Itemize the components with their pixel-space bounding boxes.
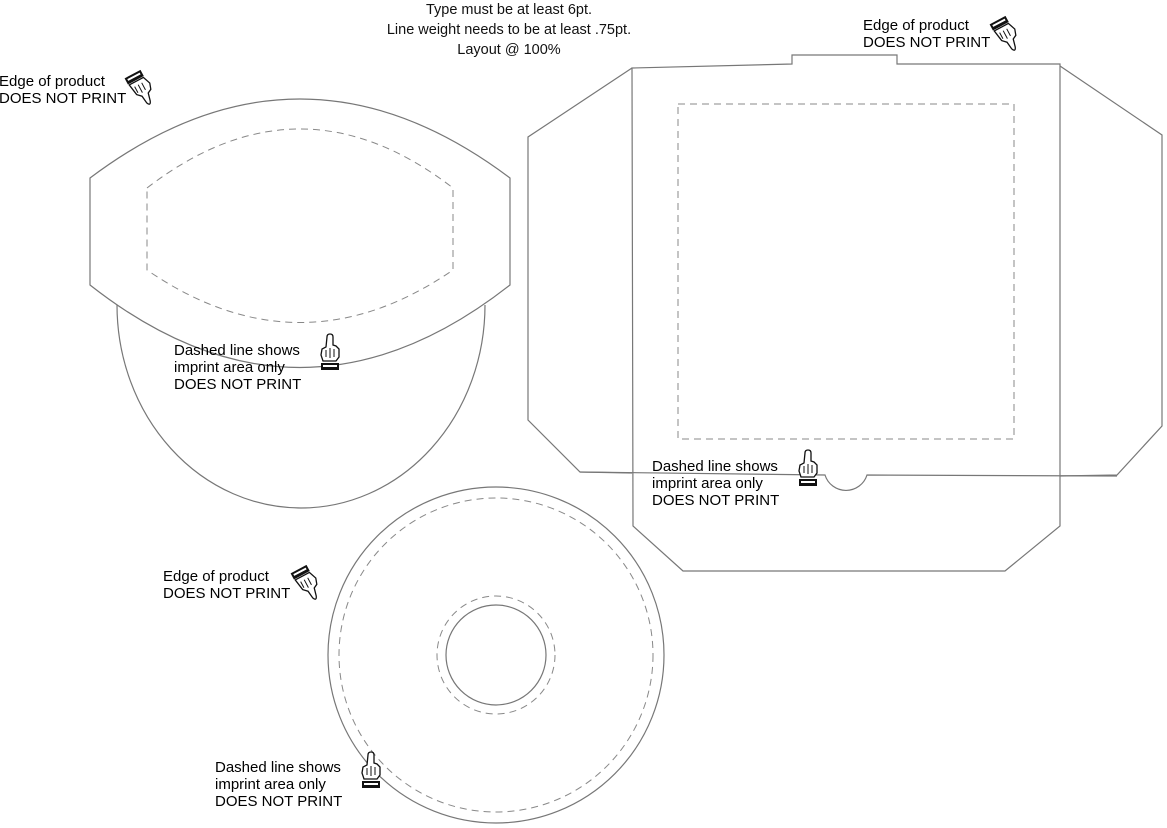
spec-type-size: Type must be at least 6pt.	[425, 2, 593, 18]
wallet-left-flap	[527, 67, 633, 474]
sleeve-dieline	[89, 98, 511, 509]
callout-line: DOES NOT PRINT	[652, 492, 780, 509]
wallet-imprint-area	[677, 103, 1015, 440]
disc-outer-imprint	[338, 497, 654, 813]
wallet-dieline	[527, 54, 1163, 572]
print-specs: Type must be at least 6pt. Line weight n…	[0, 0, 1018, 60]
pointing-hand-icon	[988, 14, 1025, 56]
imprint-callout-sleeve: Dashed line shows imprint area only DOES…	[174, 342, 301, 393]
edge-callout-wallet: Edge of product DOES NOT PRINT	[863, 17, 990, 51]
callout-line: Edge of product	[0, 73, 105, 90]
callout-line: Edge of product	[863, 17, 969, 34]
pointing-hand-icon	[798, 449, 818, 487]
disc-hub-edge	[445, 604, 547, 706]
sleeve-circle-flap	[116, 304, 486, 509]
wallet-panel-fold	[579, 471, 1118, 491]
edge-callout-disc: Edge of product DOES NOT PRINT	[163, 568, 290, 602]
disc-dieline	[327, 486, 665, 824]
callout-line: imprint area only	[215, 776, 326, 793]
callout-line: Edge of product	[163, 568, 269, 585]
sleeve-cap-outline	[89, 98, 511, 368]
wallet-right-flap	[1059, 65, 1163, 477]
callout-line: DOES NOT PRINT	[163, 585, 291, 602]
edge-callout-sleeve: Edge of product DOES NOT PRINT	[0, 73, 126, 107]
pointing-hand-icon	[320, 333, 340, 371]
imprint-callout-wallet: Dashed line shows imprint area only DOES…	[652, 458, 779, 509]
spec-line-weight: Line weight needs to be at least .75pt.	[386, 22, 632, 38]
pointing-hand-icon	[361, 751, 381, 789]
callout-line: DOES NOT PRINT	[215, 793, 343, 810]
disc-outer-edge	[327, 486, 665, 824]
pointing-hand-icon	[289, 563, 326, 605]
disc-inner-imprint	[436, 595, 556, 715]
callout-line: imprint area only	[652, 475, 763, 492]
callout-line: DOES NOT PRINT	[174, 376, 302, 393]
imprint-callout-disc: Dashed line shows imprint area only DOES…	[215, 759, 342, 810]
pointing-hand-icon	[123, 68, 160, 110]
wallet-main-panel	[631, 54, 1061, 572]
callout-line: imprint area only	[174, 359, 285, 376]
callout-line: DOES NOT PRINT	[0, 90, 127, 107]
callout-line: DOES NOT PRINT	[863, 34, 991, 51]
callout-line: Dashed line shows	[174, 342, 300, 359]
callout-line: Dashed line shows	[215, 759, 341, 776]
sleeve-imprint-area	[146, 128, 454, 323]
spec-layout-scale: Layout @ 100%	[457, 42, 561, 58]
callout-line: Dashed line shows	[652, 458, 778, 475]
